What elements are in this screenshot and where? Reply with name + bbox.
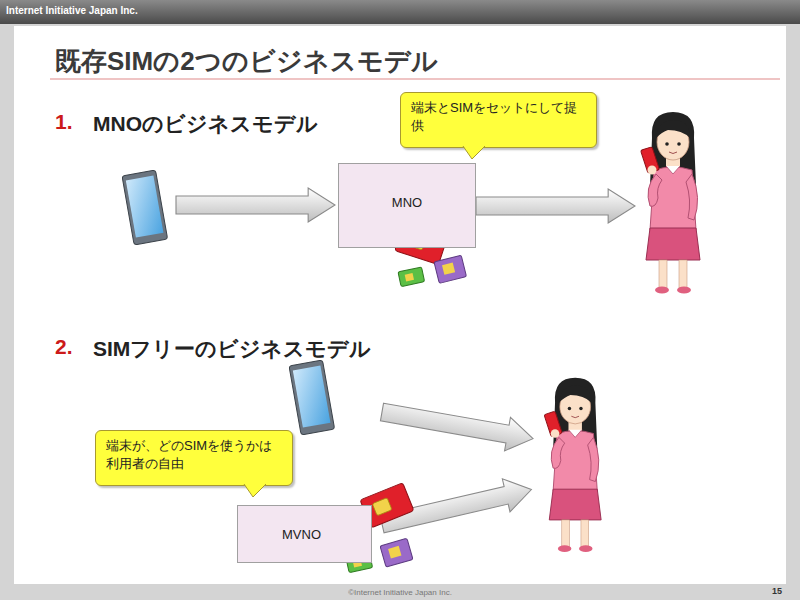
slide-title: 既存SIMの2つのビジネスモデル bbox=[55, 44, 438, 79]
user-figure bbox=[544, 378, 601, 552]
callout-tail-edge bbox=[244, 484, 266, 497]
section-number: 1. bbox=[55, 110, 73, 134]
copyright: ©Internet Initiative Japan Inc. bbox=[0, 588, 800, 597]
carrier-box: MVNO bbox=[237, 505, 372, 563]
callout-tail-edge bbox=[463, 146, 485, 159]
callout-tail bbox=[244, 484, 268, 500]
callout-text: 端末が、どのSIMを使うかは利用者の自由 bbox=[106, 437, 282, 472]
slide-panel bbox=[14, 26, 786, 584]
page-number: 15 bbox=[772, 586, 782, 596]
callout-tail-fill bbox=[244, 484, 266, 497]
callout-tail-fill bbox=[463, 146, 485, 159]
tablet-icon bbox=[289, 360, 335, 435]
sim-card bbox=[434, 255, 466, 283]
section-heading: MNOのビジネスモデル bbox=[93, 110, 318, 138]
sim-card bbox=[380, 538, 413, 567]
callout-text: 端末とSIMをセットにして提供 bbox=[411, 99, 586, 134]
box-label: MNO bbox=[392, 195, 422, 210]
header-bar bbox=[0, 0, 800, 24]
title-rule bbox=[50, 78, 780, 79]
sim-card bbox=[398, 267, 425, 287]
tablet-icon bbox=[122, 170, 168, 245]
flow-arrow bbox=[476, 189, 635, 223]
callout-bubble: 端末とSIMをセットにして提供 bbox=[400, 92, 597, 148]
flow-arrow bbox=[379, 395, 536, 455]
section-heading: SIMフリーのビジネスモデル bbox=[93, 335, 371, 363]
company-name: Internet Initiative Japan Inc. bbox=[6, 5, 138, 16]
section-number: 2. bbox=[55, 335, 73, 359]
callout-bubble: 端末が、どのSIMを使うかは利用者の自由 bbox=[95, 430, 293, 486]
flow-arrow bbox=[176, 188, 335, 222]
carrier-box: MNO bbox=[338, 163, 476, 248]
box-label: MVNO bbox=[282, 527, 321, 542]
callout-tail bbox=[463, 146, 487, 162]
user-figure bbox=[641, 112, 700, 294]
